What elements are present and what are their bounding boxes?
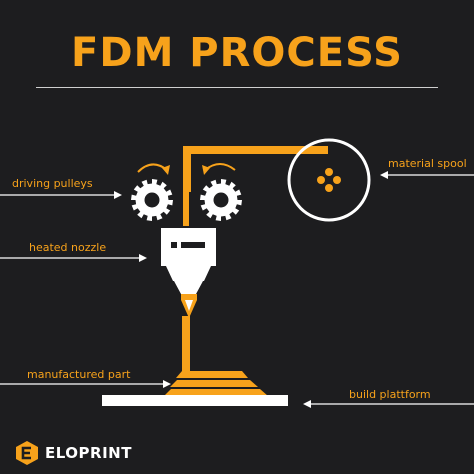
label-build-platform: build plattform (349, 388, 431, 401)
label-material-spool: material spool (388, 157, 467, 170)
filament-top-segment (183, 146, 328, 154)
title-divider (36, 87, 438, 88)
pointer-arrows (0, 171, 474, 408)
heated-nozzle (161, 228, 216, 318)
nozzle-indicator-dot (171, 242, 177, 248)
material-spool (287, 138, 371, 222)
driving-pulley-left (131, 179, 173, 221)
gear-hole (144, 192, 160, 208)
nozzle-indicator-bar (181, 242, 205, 248)
gear-hole (213, 192, 229, 208)
brand-name: ELOPRINT (45, 444, 132, 462)
filament-to-nozzle-segment (183, 192, 189, 226)
filament-path (182, 146, 328, 372)
build-platform (102, 395, 288, 406)
spool-hub-icon (317, 168, 341, 192)
gantry-column (182, 316, 190, 372)
driving-pulley-right (200, 179, 242, 221)
brand: ELOPRINT (14, 440, 132, 466)
label-heated-nozzle: heated nozzle (29, 241, 107, 254)
eloprint-logo-icon (16, 441, 38, 465)
page-title: FDM PROCESS (71, 30, 403, 76)
manufactured-part (164, 371, 268, 396)
rotation-arrows (137, 163, 236, 175)
label-driving-pulleys: driving pulleys (12, 177, 93, 190)
label-manufactured-part: manufactured part (27, 368, 131, 381)
rotation-arrow-right (204, 163, 236, 171)
filament-vertical-segment (183, 146, 191, 192)
